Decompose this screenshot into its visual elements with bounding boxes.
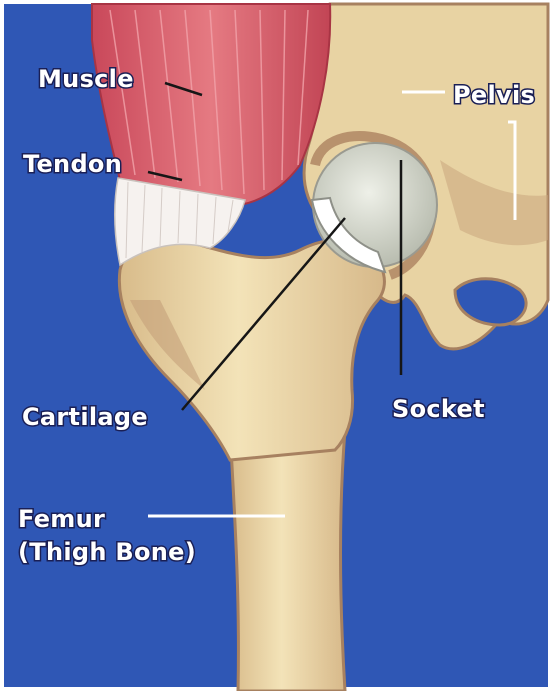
tendon-label: Tendon [23, 150, 122, 178]
pelvis-label: Pelvis [453, 81, 535, 109]
cartilage-label: Cartilage [22, 403, 148, 431]
femur-shaft [230, 430, 345, 691]
muscle-label: Muscle [38, 65, 134, 93]
femur-label-line1: Femur [18, 505, 105, 533]
femur-label-line2: (Thigh Bone) [18, 538, 196, 566]
socket-label: Socket [392, 395, 485, 423]
